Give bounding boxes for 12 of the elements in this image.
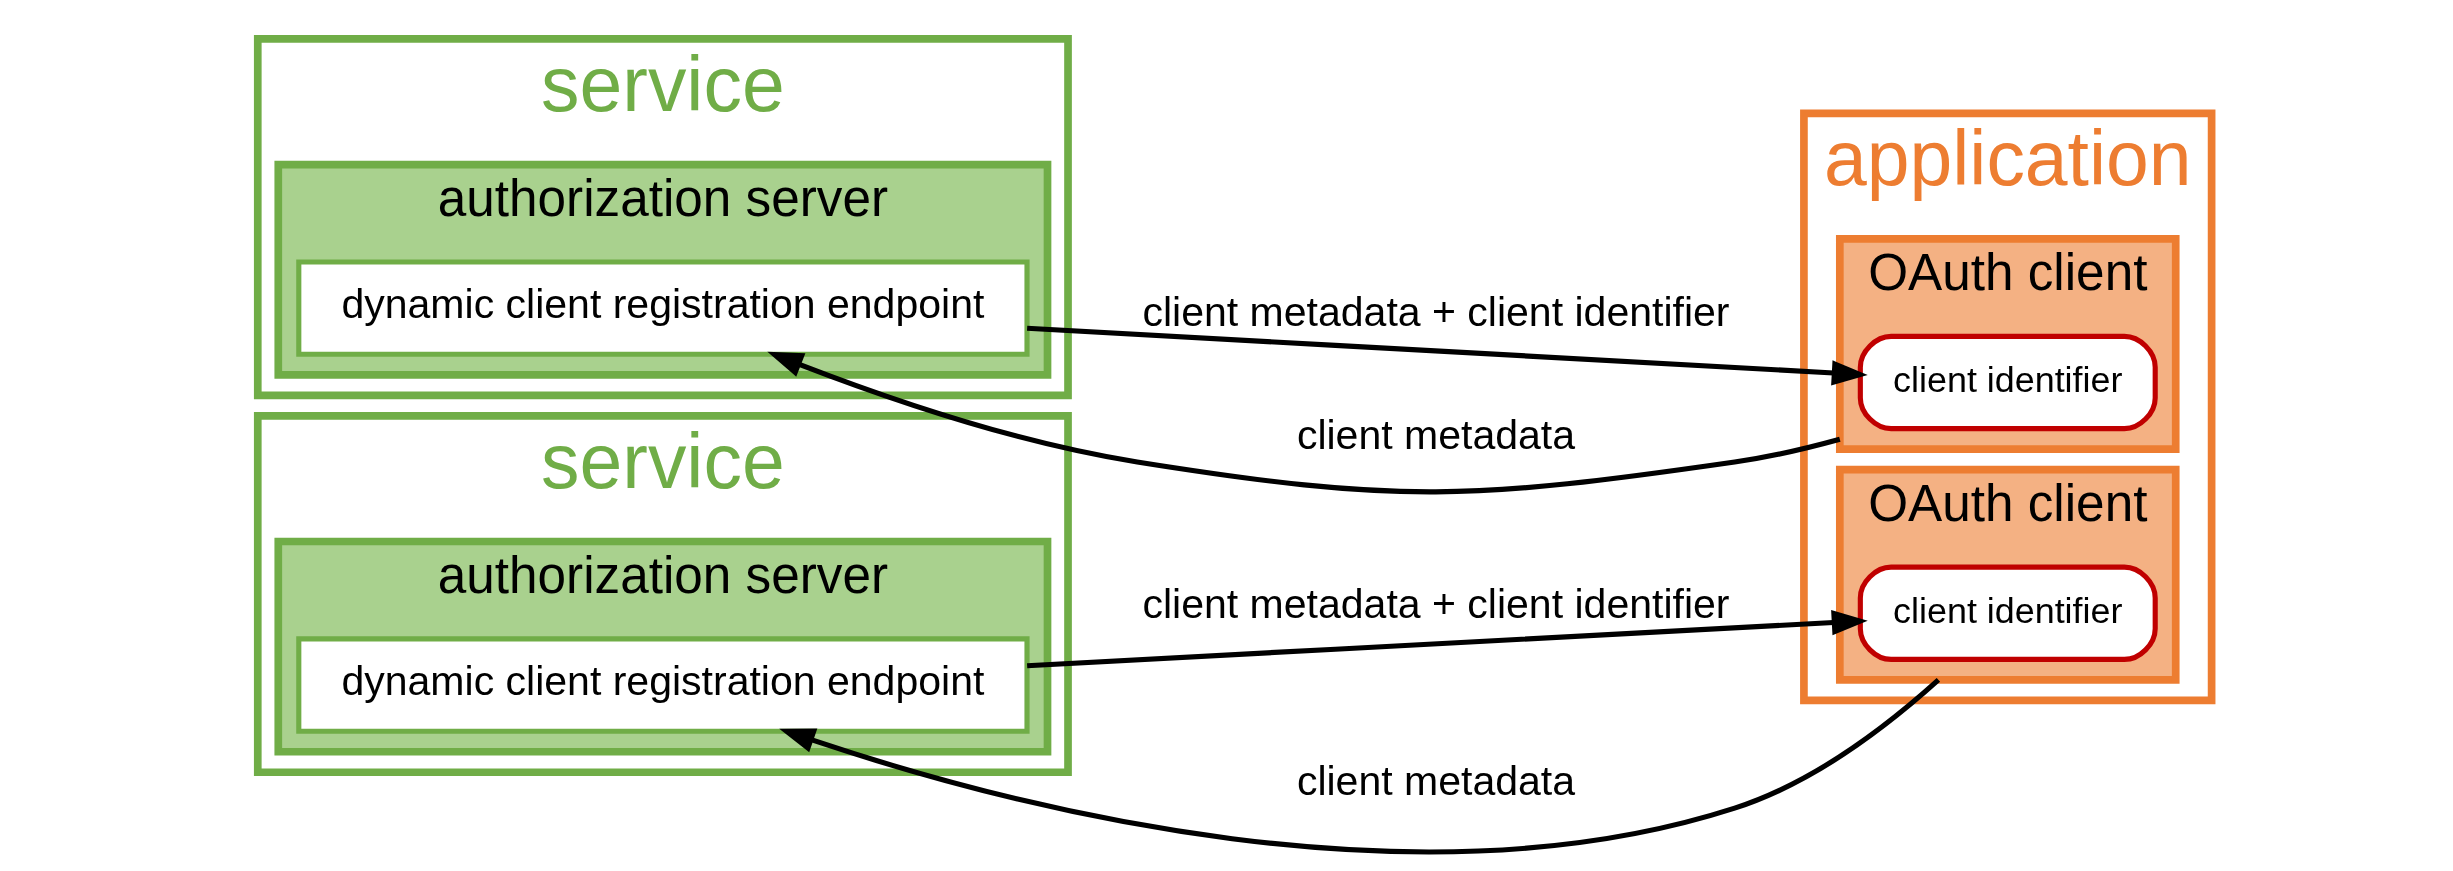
edge-label: client metadata	[1296, 757, 1575, 804]
node-box: client identifier	[1857, 333, 2158, 432]
node-box: client identifier	[1857, 564, 2158, 662]
edge-label: client metadata + client identifier	[1141, 580, 1730, 627]
arrow	[1026, 325, 1868, 386]
edge-label: client metadata	[1296, 411, 1575, 458]
node-box: dynamic client registration endpoint	[295, 259, 1030, 357]
edge-label: client metadata + client identifier	[1141, 288, 1730, 335]
node-box: dynamic client registration endpoint	[295, 636, 1030, 734]
arrow	[766, 351, 1840, 495]
arrow	[778, 678, 1940, 855]
arrow	[1026, 610, 1868, 669]
